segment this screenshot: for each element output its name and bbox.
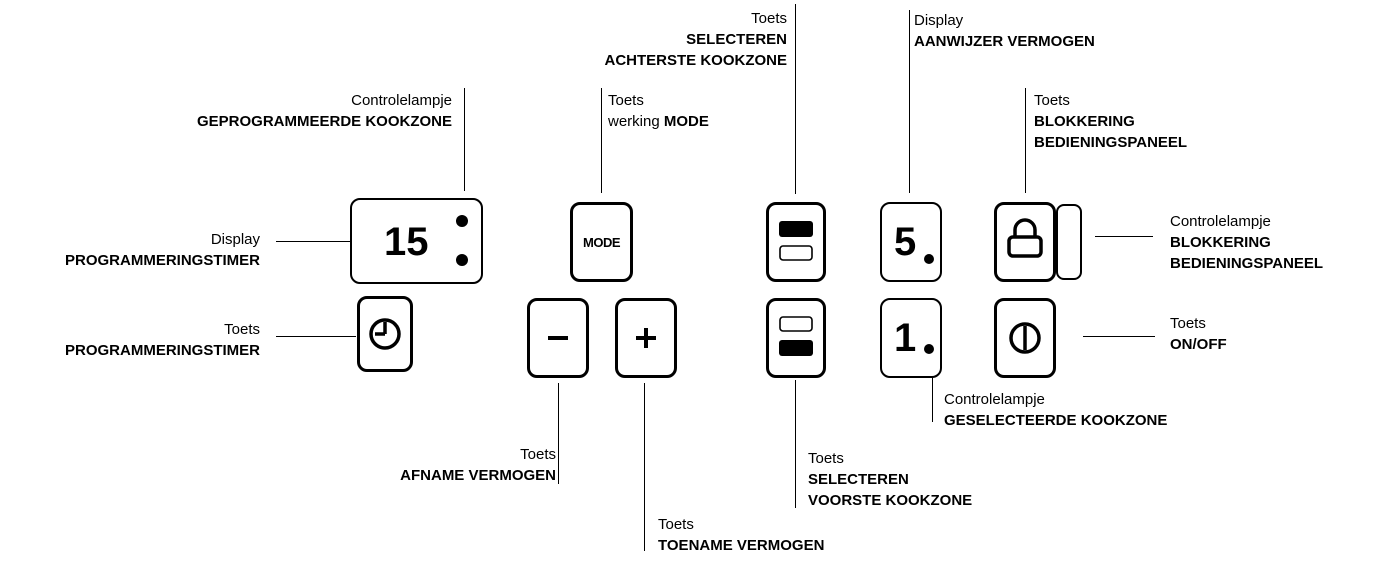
programmed-zone-indicator-lower [456,254,468,266]
power-display-front-value: 1 [894,316,917,360]
power-display-rear: 5 [880,202,942,282]
label-bold1: SELECTEREN [686,31,787,48]
leader-toets-toename [644,383,646,551]
label-bold1: BLOKKERING [1034,113,1135,130]
leader-toets-blokkering [1025,88,1027,193]
timer-button[interactable] [357,296,413,372]
label-line2: werking MODE [608,111,709,132]
label-bold2: VOORSTE KOOKZONE [808,492,973,509]
label-toets-achterste: Toets SELECTEREN ACHTERSTE KOOKZONE [604,8,787,71]
label-top: Toets [808,450,844,467]
leader-toets-onoff [1083,336,1155,338]
label-bold: PROGRAMMERINGSTIMER [65,252,260,269]
power-display-rear-value: 5 [894,220,917,264]
label-top: Toets [520,446,556,463]
label-bold1: SELECTEREN [808,471,909,488]
rear-zone-dot [924,254,934,264]
leader-toets-mode [601,88,603,193]
clock-icon [369,318,401,350]
label-toets-afname: Toets AFNAME VERMOGEN [400,444,556,486]
label-top: Controlelampje [351,92,452,109]
select-front-zone-button[interactable] [766,298,826,378]
leader-controle-blokkering [1095,236,1153,238]
label-top: Toets [1170,315,1206,332]
programmed-zone-indicator [456,215,468,227]
label-bold: TOENAME VERMOGEN [658,537,825,554]
label-line2-bold: MODE [663,113,709,130]
label-top: Display [914,12,964,29]
leader-toets-voorste [795,380,797,508]
label-controle-blokkering: Controlelampje BLOKKERING BEDIENINGSPANE… [1170,211,1323,274]
timer-display: 15 [350,198,483,284]
leader-toets-afname [558,383,560,484]
select-rear-zone-button[interactable] [766,202,826,282]
power-display-front: 1 [880,298,942,378]
lock-icon [1007,218,1043,258]
timer-display-value: 15 [384,220,429,264]
label-top: Toets [224,321,260,338]
lock-panel-button[interactable] [994,202,1056,282]
mode-button-label: MODE [583,235,621,250]
power-icon [1009,322,1041,354]
decrease-power-button[interactable] [527,298,589,378]
label-bold2: BEDIENINGSPANEEL [1034,134,1188,151]
on-off-button[interactable] [994,298,1056,378]
label-top: Toets [658,516,694,533]
leader-toets-timer [276,336,356,338]
label-top: Controlelampje [1170,213,1271,230]
leader-toets-achterste [795,4,797,194]
rear-zone-icon [779,221,813,261]
label-top: Controlelampje [944,391,1045,408]
label-toets-onoff: Toets ON/OFF [1170,313,1227,355]
label-top: Toets [751,10,787,27]
mode-button[interactable]: MODE [570,202,633,282]
label-bold1: BLOKKERING [1170,234,1271,251]
label-bold: PROGRAMMERINGSTIMER [65,342,260,359]
label-display-timer: Display PROGRAMMERINGSTIMER [65,229,260,271]
leader-controle-geselecteerde [932,360,934,422]
minus-icon [548,336,568,340]
selected-zone-indicator [924,344,934,354]
label-controle-geprogrammeerde: Controlelampje GEPROGRAMMEERDE KOOKZONE [197,90,452,132]
label-toets-toename: Toets TOENAME VERMOGEN [658,514,824,556]
lock-indicator-lamp [1056,204,1082,280]
label-bold: AFNAME VERMOGEN [400,467,556,484]
label-toets-voorste: Toets SELECTEREN VOORSTE KOOKZONE [808,448,972,511]
leader-display-aanwijzer [909,10,911,193]
leader-display-timer [276,241,350,243]
label-bold: ON/OFF [1170,336,1227,353]
label-display-aanwijzer: Display AANWIJZER VERMOGEN [914,10,1095,52]
label-bold: GEPROGRAMMEERDE KOOKZONE [196,113,452,130]
label-line2-prefix: werking [608,113,664,130]
label-toets-blokkering: Toets BLOKKERING BEDIENINGSPANEEL [1034,90,1187,153]
label-top: Toets [608,92,644,109]
label-toets-timer: Toets PROGRAMMERINGSTIMER [65,319,260,361]
label-bold: AANWIJZER VERMOGEN [914,33,1095,50]
label-bold: GESELECTEERDE KOOKZONE [944,412,1168,429]
label-bold2: BEDIENINGSPANEEL [1170,255,1324,272]
label-top: Display [210,231,260,248]
plus-icon [636,328,656,348]
label-bold2: ACHTERSTE KOOKZONE [604,52,787,69]
label-controle-geselecteerde: Controlelampje GESELECTEERDE KOOKZONE [944,389,1167,431]
front-zone-icon [779,316,813,356]
leader-controle-geprogrammeerde [464,88,466,191]
increase-power-button[interactable] [615,298,677,378]
label-toets-mode: Toets werking MODE [608,90,709,132]
label-top: Toets [1034,92,1070,109]
